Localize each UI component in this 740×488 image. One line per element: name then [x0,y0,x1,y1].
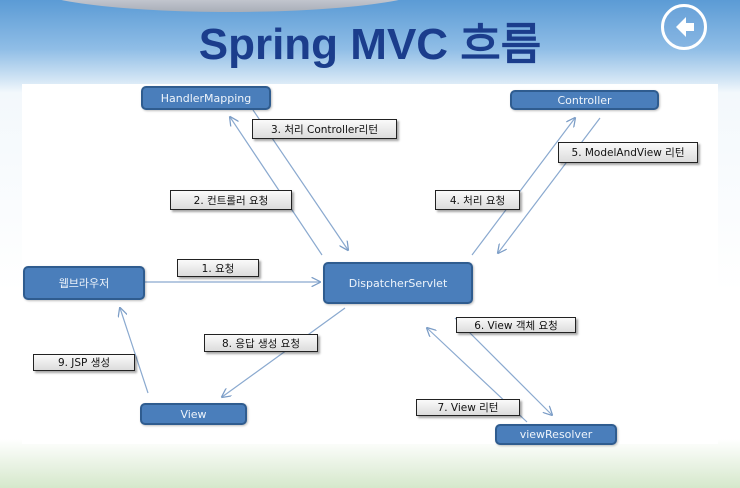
step-label-2: 2. 컨트롤러 요청 [170,190,292,210]
arrow-step-5 [498,117,601,253]
arrow-step-2 [230,117,323,256]
step-label-1: 1. 요청 [177,259,259,277]
back-button[interactable] [661,4,707,50]
back-arrow-circle-icon [676,17,694,37]
node-dispatcher-servlet: DispatcherServlet [323,262,473,304]
node-controller: Controller [510,90,659,110]
step-label-7: 7. View 리턴 [416,399,520,416]
step-label-5: 5. ModelAndView 리턴 [558,142,698,163]
step-label-8: 8. 응답 생성 요청 [204,334,318,352]
arrow-step-8 [222,307,346,397]
arrow-step-6 [454,317,552,415]
node-web-browser: 웹브라우저 [23,266,145,300]
node-view-resolver: viewResolver [495,424,617,445]
arrow-step-9 [120,308,149,394]
page-title: Spring MVC 흐름 [198,20,542,69]
step-label-9: 9. JSP 생성 [33,354,135,371]
node-view: View [140,403,247,425]
step-label-4: 4. 처리 요청 [435,190,520,210]
step-label-3: 3. 처리 Controller리턴 [252,119,397,139]
arrow-step-4 [471,118,575,256]
step-label-6: 6. View 객체 요청 [456,317,576,333]
node-handler-mapping: HandlerMapping [141,86,271,110]
